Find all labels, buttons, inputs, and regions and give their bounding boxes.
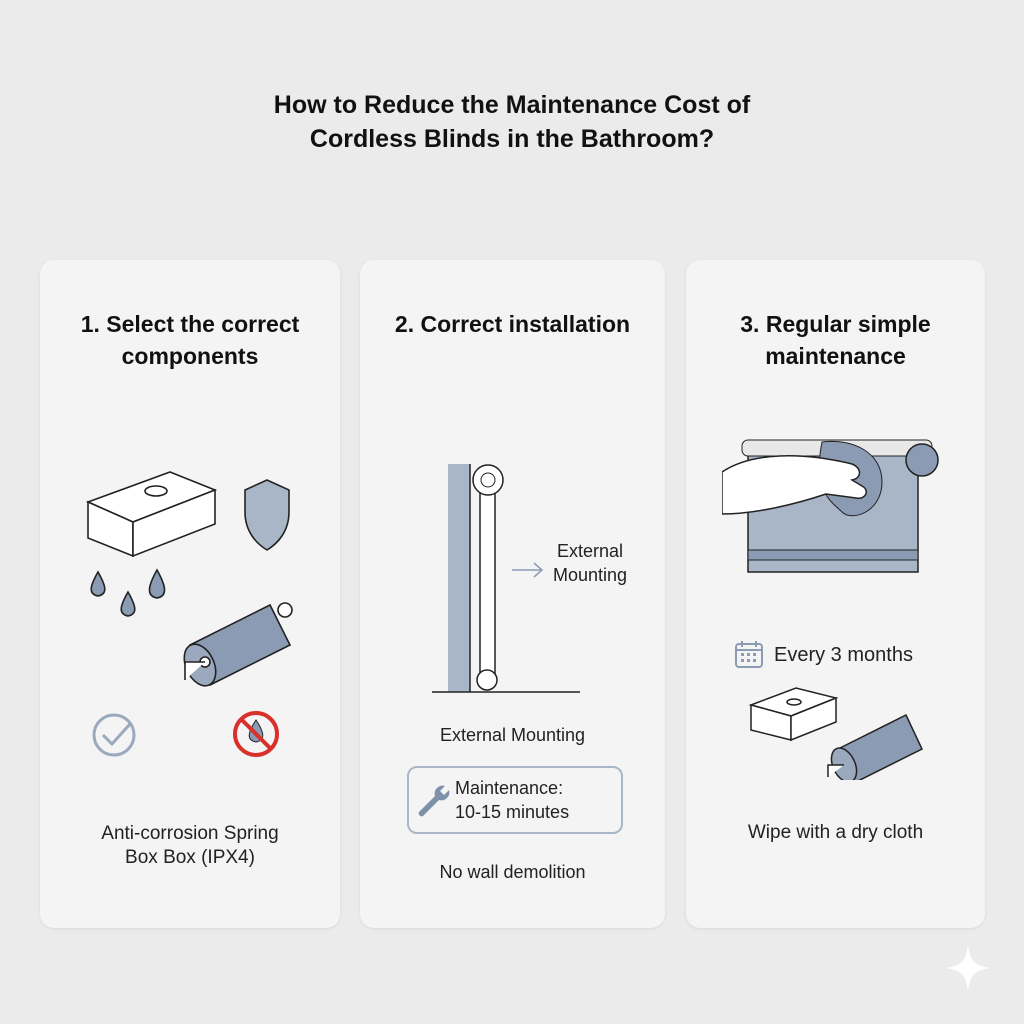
- calendar-icon: [735, 641, 763, 668]
- maintenance-schedule: Every 3 months: [774, 644, 913, 666]
- check-icon: [92, 713, 136, 757]
- card-heading: 2. Correct installation: [394, 311, 631, 337]
- box-and-motor-illustration: [748, 687, 923, 780]
- sparkle-icon: [945, 945, 991, 991]
- mounting-label: External Mounting: [439, 725, 586, 745]
- wrench-icon: [418, 785, 450, 817]
- hand-wiping-blind-illustration: [722, 439, 939, 573]
- box-water-shield-motor-illustration: [85, 471, 293, 687]
- maintenance-box: Maintenance:10-15 minutes: [407, 766, 623, 834]
- external-mounting-diagram: [432, 464, 580, 693]
- card-caption: No wall demolition: [439, 862, 586, 882]
- maintenance-time: Maintenance:10-15 minutes: [455, 778, 570, 822]
- card-caption: Wipe with a dry cloth: [747, 822, 924, 843]
- no-water-icon: [233, 711, 279, 757]
